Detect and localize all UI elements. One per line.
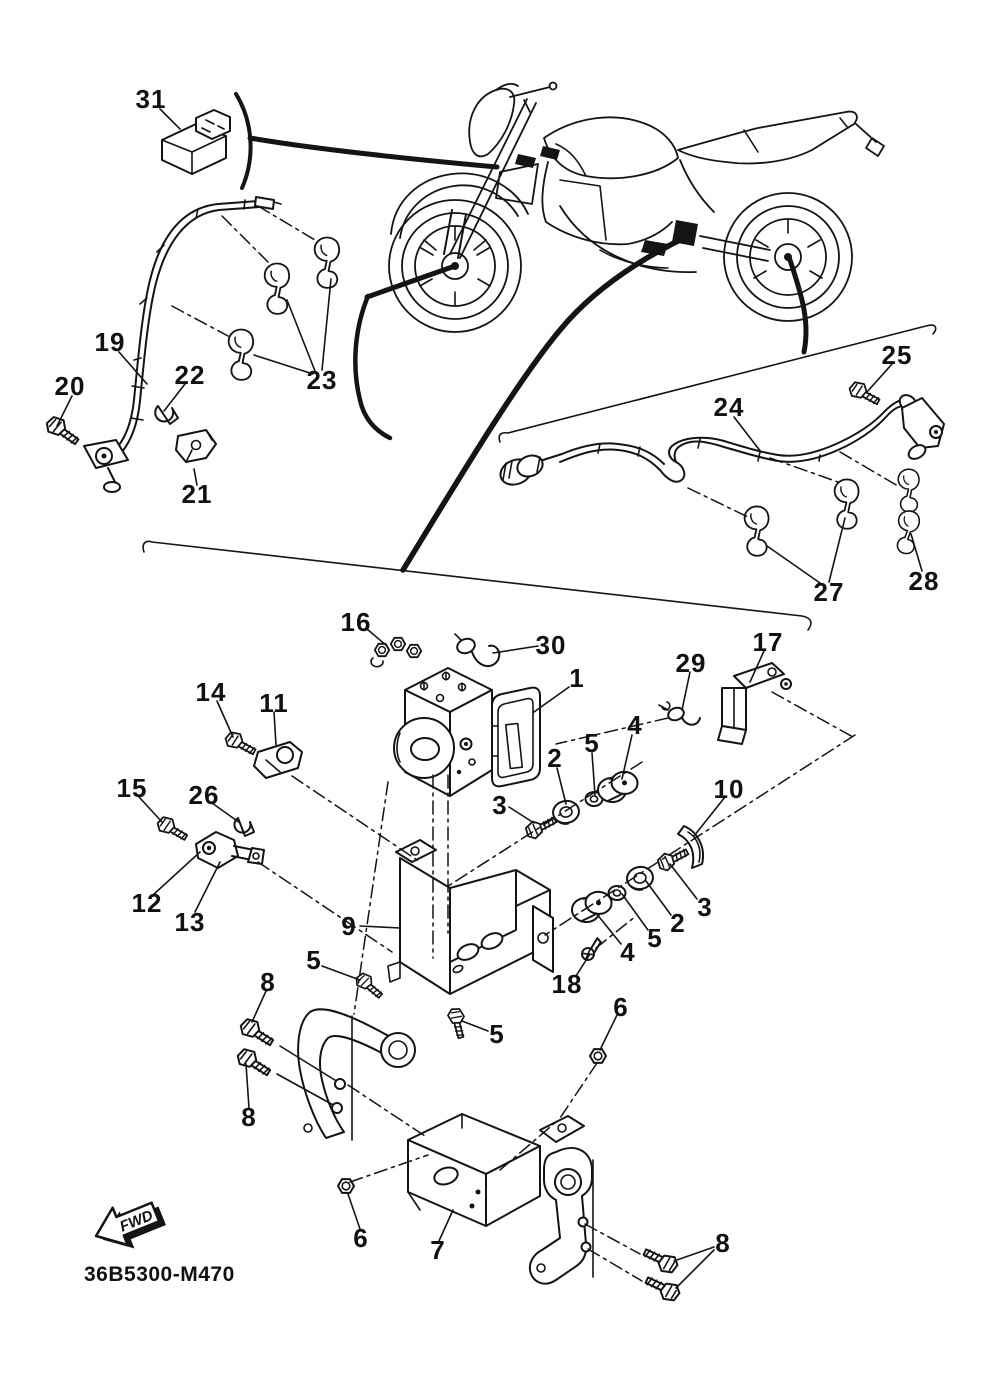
- callout-bracket-front: [353, 293, 393, 441]
- part-number-label: 29: [675, 648, 707, 678]
- part-number-label: 9: [341, 911, 357, 941]
- part-number-label: 20: [54, 371, 86, 401]
- part-number-label: 21: [181, 479, 213, 509]
- part-number-label: 5: [306, 945, 322, 975]
- part-number-label: 5: [647, 923, 663, 953]
- part-number-label: 22: [174, 360, 206, 390]
- part-number-label: 26: [188, 780, 220, 810]
- section-frames: [142, 324, 937, 631]
- part-number-label: 5: [489, 1019, 505, 1049]
- part-number-label: 23: [306, 365, 338, 395]
- part-number-label: 24: [713, 392, 745, 422]
- part-number-label: 5: [584, 728, 600, 758]
- part-number-label: 4: [627, 710, 643, 740]
- abs-bracket-upper: [387, 839, 554, 995]
- part-number-label: 10: [713, 774, 745, 804]
- front-wheel-sensor-assembly: [42, 196, 341, 493]
- rear-wheel-sensor-assembly: [499, 378, 945, 557]
- part-number-label: 30: [535, 630, 567, 660]
- part-number-label: 8: [260, 967, 276, 997]
- part-number-label: 1: [569, 663, 585, 693]
- part-number-label: 18: [551, 969, 583, 999]
- part-number-label: 3: [492, 790, 508, 820]
- part-number-label: 17: [752, 627, 784, 657]
- frame-line-rear-panel: [498, 324, 937, 443]
- callout-curves: [234, 92, 809, 573]
- part-number-label: 8: [241, 1102, 257, 1132]
- part-number-label: 8: [715, 1228, 731, 1258]
- part-number-label: 28: [908, 566, 940, 596]
- callout-arc-to-abs: [400, 233, 691, 573]
- drawing-number: 36B5300-M470: [84, 1263, 235, 1286]
- frame-line-lower: [142, 540, 812, 631]
- part-number-label: 2: [547, 743, 563, 773]
- part-number-label: 16: [340, 607, 372, 637]
- lower-mounting-assembly: [233, 969, 683, 1305]
- motorcycle-sketch: [388, 81, 885, 333]
- part-number-label: 7: [430, 1235, 446, 1265]
- leader-lines: [56, 108, 923, 1289]
- part-number-label: 4: [620, 937, 636, 967]
- part-number-label: 12: [131, 888, 163, 918]
- part-number-label: 14: [195, 677, 227, 707]
- part-number-label: 13: [174, 907, 206, 937]
- abs-hydraulic-unit: [393, 667, 541, 797]
- part-number-label: 6: [353, 1223, 369, 1253]
- part-number-label: 15: [116, 773, 148, 803]
- centre-small-parts: [154, 633, 792, 869]
- part-number-label: 25: [881, 340, 913, 370]
- part-number-label: 19: [94, 327, 126, 357]
- part-number-label: 3: [697, 892, 713, 922]
- relay-connector-31: [161, 109, 231, 175]
- callout-rear-sensor: [787, 257, 809, 355]
- part-number-label: 6: [613, 992, 629, 1022]
- part-number-label: 2: [670, 908, 686, 938]
- part-number-label: 31: [135, 84, 167, 114]
- axis-lines: [257, 691, 856, 1282]
- part-number-label: 27: [813, 577, 845, 607]
- part-number-label: 11: [259, 688, 289, 718]
